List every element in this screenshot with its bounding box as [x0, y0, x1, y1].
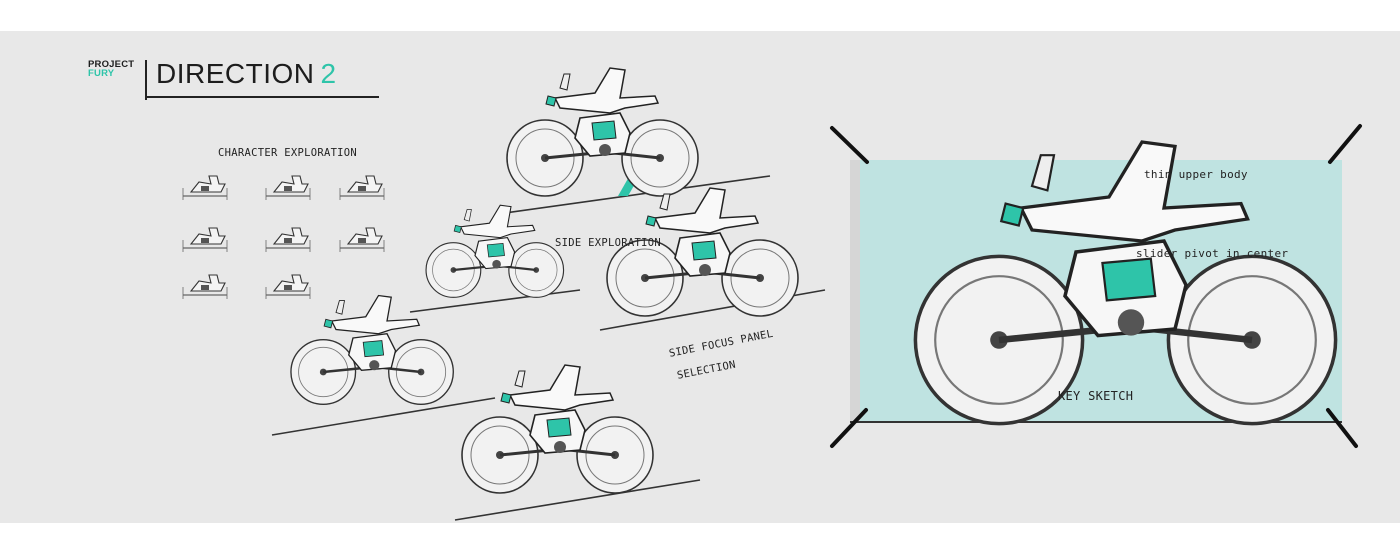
direction-number: 2 — [320, 58, 337, 89]
side-exploration-label: SIDE EXPLORATION — [555, 237, 661, 249]
character-thumbnails — [182, 175, 385, 300]
bike-sketch-annotated — [289, 294, 455, 406]
crop-marks — [830, 124, 1362, 448]
bike-sketch-top — [505, 66, 700, 198]
key-sketch-label: KEY SKETCH — [1058, 389, 1134, 403]
title-underline — [147, 96, 379, 98]
bike-sketch-small — [424, 204, 565, 299]
bike-sketch-side — [605, 186, 800, 318]
ground-lines — [271, 175, 826, 521]
project-name: FURY — [88, 68, 115, 79]
character-exploration-label: CHARACTER EXPLORATION — [218, 147, 358, 159]
key-sketch-panel — [830, 124, 1362, 448]
project-logo: PROJECT FURY — [88, 59, 135, 79]
direction-word: DIRECTION — [156, 58, 315, 89]
project-label: PROJECT — [88, 59, 135, 70]
title-divider — [145, 60, 147, 100]
thin-upper-body-note: thin upper body — [1144, 168, 1248, 181]
bike-sketch-focus — [460, 363, 655, 495]
slider-pivot-note: slider pivot in center — [1136, 247, 1289, 260]
